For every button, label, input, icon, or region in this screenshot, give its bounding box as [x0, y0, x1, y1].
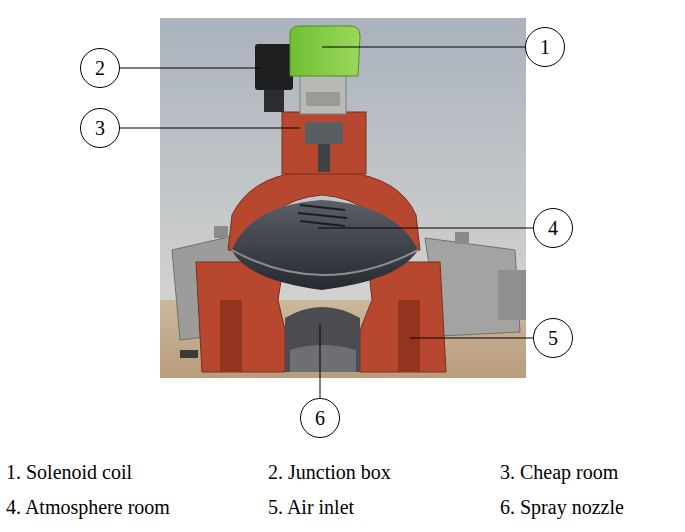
leader-line: [322, 47, 525, 48]
callout-ring: [526, 28, 565, 67]
callout-ring: [534, 319, 573, 358]
leader-line: [318, 228, 533, 229]
leader-line: [120, 68, 260, 69]
part-key: 4. Atmosphere room: [6, 496, 170, 519]
junction-box: [255, 44, 293, 90]
spring: [298, 205, 347, 226]
callout-circle: 3: [80, 108, 120, 148]
cable-gland: [264, 90, 284, 112]
part-key: 5. Air inlet: [268, 496, 354, 519]
callout-ring: [534, 209, 573, 248]
pilot-chamber: [305, 122, 343, 144]
leader-lines: [120, 47, 533, 398]
callout-circle: 6: [300, 398, 340, 438]
callout-number: 2: [80, 48, 120, 78]
part-key: 2. Junction box: [268, 461, 391, 484]
callout-number: 6: [300, 398, 340, 428]
callout-number: 4: [533, 208, 573, 238]
callout-number: 3: [80, 108, 120, 138]
inlet-channel: [398, 300, 420, 372]
armature-tube: [300, 74, 346, 114]
pilot-port: [318, 144, 330, 172]
callout-ring: [81, 49, 120, 88]
callout-number: 1: [525, 27, 565, 57]
callout-circle: 4: [533, 208, 573, 248]
nozzle-rim: [290, 345, 356, 372]
spring-coil: [298, 205, 347, 226]
spray-nozzle: [285, 307, 360, 372]
callout-ring: [81, 109, 120, 148]
pipe-end: [498, 270, 526, 320]
callout-number: 5: [533, 318, 573, 348]
nozzle-pin: [180, 350, 198, 358]
leader-line: [320, 325, 321, 398]
callout-circle: 2: [80, 48, 120, 88]
part-key: 3. Cheap room: [500, 461, 618, 484]
callout-ring: [301, 399, 340, 438]
pilot-block: [282, 112, 366, 174]
flange-bolt: [455, 232, 469, 244]
part-key: 6. Spray nozzle: [500, 496, 624, 519]
solenoid-coil: [290, 26, 360, 76]
leader-line: [120, 128, 300, 129]
flange-bolt: [214, 226, 228, 238]
callout-circle: 5: [533, 318, 573, 358]
coil-nut: [306, 92, 340, 106]
diaphragm: [232, 200, 418, 290]
diaphragm-edge: [232, 250, 418, 275]
callout-circle: 1: [525, 27, 565, 67]
outlet-channel: [220, 300, 242, 372]
leader-line: [410, 338, 533, 339]
part-key: 1. Solenoid coil: [6, 461, 132, 484]
